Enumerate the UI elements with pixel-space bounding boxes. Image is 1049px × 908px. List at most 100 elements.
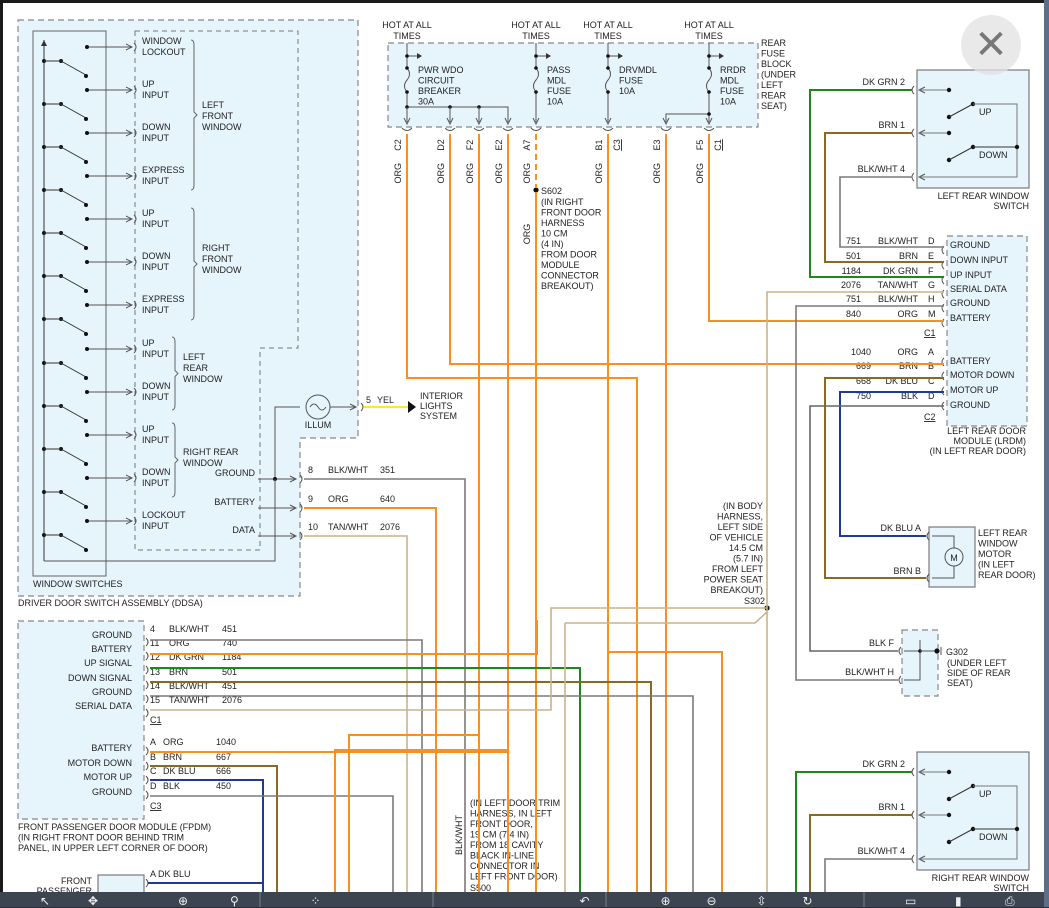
page-icon[interactable]: ▭ bbox=[905, 894, 917, 908]
interior-lights-label: INTERIOR bbox=[420, 391, 464, 401]
undo-icon[interactable]: ↶ bbox=[579, 894, 590, 908]
junction-dot bbox=[946, 812, 952, 818]
s602-location: FROM DOOR bbox=[541, 250, 597, 260]
switch-contact-dot bbox=[85, 390, 89, 394]
lrdm-pin: C bbox=[928, 376, 935, 386]
cursor-icon[interactable]: ↖ bbox=[40, 894, 51, 908]
s500-location: 19 CM (7.4 IN) bbox=[470, 830, 529, 840]
input-arrow-icon bbox=[125, 431, 134, 439]
left-rear-window-switch-title: LEFT REAR WINDOW bbox=[938, 191, 1030, 201]
ddsa-input-label: INPUT bbox=[142, 435, 170, 445]
s500-location: LEFT FRONT DOOR) bbox=[470, 872, 558, 882]
fuse-block-title: FUSE bbox=[761, 49, 785, 59]
fpdm-circuit: 740 bbox=[222, 638, 237, 648]
connector-icon bbox=[133, 42, 137, 52]
fit-icon[interactable]: ⇳ bbox=[756, 894, 767, 908]
connector-icon bbox=[911, 128, 915, 138]
fpdm-title: PANEL, IN UPPER LEFT CORNER OF DOOR) bbox=[18, 843, 208, 853]
s602-location: CONNECTOR bbox=[541, 271, 599, 281]
s602-location: BREAKOUT) bbox=[541, 281, 594, 291]
fpdm-title: (IN RIGHT FRONT DOOR BEHIND TRIM bbox=[18, 833, 184, 843]
brn-501-wire bbox=[150, 681, 652, 892]
fpdm-circuit: 1184 bbox=[222, 652, 241, 662]
lrdm-wire-color: ORG bbox=[897, 309, 918, 319]
switch-blade-line bbox=[60, 189, 87, 205]
fpdm-wire-color: BLK/WHT bbox=[169, 681, 210, 691]
connector-icon bbox=[145, 651, 149, 661]
connector-icon bbox=[898, 675, 902, 685]
org-wire-c2 bbox=[406, 134, 638, 892]
zoom-in-icon[interactable]: ⊕ bbox=[660, 894, 671, 908]
toolbar-group-view: ⁘ bbox=[261, 892, 434, 907]
brn-lr-switch-wire bbox=[824, 132, 944, 263]
switch-contact-dot bbox=[84, 462, 88, 466]
connector-icon bbox=[703, 127, 715, 131]
s302-id: S302 bbox=[744, 596, 765, 606]
ddsa-group-label: LEFT bbox=[202, 100, 225, 110]
switch-contact-dot bbox=[84, 117, 88, 121]
ddsa-group-label: FRONT bbox=[202, 254, 233, 264]
tan-wht-2076-wire bbox=[304, 535, 408, 892]
zoom-out-icon[interactable]: ⊖ bbox=[706, 894, 717, 908]
s602-location: HARNESS bbox=[541, 218, 585, 228]
input-arrow-icon bbox=[125, 388, 134, 396]
lrdm-box bbox=[946, 235, 1028, 427]
pan-icon[interactable]: ✥ bbox=[88, 894, 99, 908]
lrdm-circuit: 669 bbox=[856, 361, 871, 371]
connector-icon bbox=[145, 665, 149, 675]
vertical-scrollbar[interactable] bbox=[1044, 0, 1049, 907]
output-arrow-icon bbox=[604, 117, 612, 126]
ddsa-input-label: UP bbox=[142, 208, 155, 218]
left-rear-window-switch-box bbox=[916, 69, 1030, 189]
fpdm-circuit: 1040 bbox=[216, 737, 236, 747]
ddsa-pin-number: 10 bbox=[308, 522, 318, 532]
arrow-right-icon bbox=[408, 401, 416, 413]
print-icon[interactable]: ⎙ bbox=[1005, 894, 1015, 908]
switch-contact-dot bbox=[84, 332, 88, 336]
s302-location: BREAKOUT) bbox=[710, 585, 763, 595]
grid-icon[interactable]: ⁘ bbox=[310, 894, 321, 908]
lrdm-pin-name: GROUND bbox=[950, 400, 990, 410]
switch-contact-dot bbox=[85, 45, 89, 49]
ddsa-input-label: DOWN bbox=[142, 381, 171, 391]
left-rear-window-switch-up-blade bbox=[948, 103, 974, 118]
ddsa-input-label: INPUT bbox=[142, 262, 170, 272]
fpdm-pin-name: BATTERY bbox=[91, 743, 132, 753]
s302-location: (5.7 IN) bbox=[733, 554, 763, 564]
org-loop-wire-a bbox=[348, 734, 479, 892]
bookmark-icon[interactable]: ▮ bbox=[955, 894, 962, 908]
ddsa-group-label: RIGHT REAR bbox=[183, 447, 239, 457]
left-rear-motor-title: WINDOW bbox=[978, 539, 1018, 549]
search-icon[interactable]: ⚲ bbox=[230, 894, 239, 908]
s602-id: S602 bbox=[541, 186, 562, 196]
fpdm-wire-color: BRN bbox=[169, 667, 188, 677]
g302-location: (UNDER LEFT bbox=[947, 658, 1007, 668]
rotate-icon[interactable]: ↻ bbox=[802, 894, 813, 908]
ddsa-circuit-number: 640 bbox=[380, 494, 395, 504]
s302-location: OF VEHICLE bbox=[709, 533, 763, 543]
motor-pin-label: DK BLU A bbox=[880, 523, 921, 533]
switch-contact-dot bbox=[85, 88, 89, 92]
ddsa-group-label: WINDOW bbox=[183, 458, 223, 468]
s500-id: S500 bbox=[470, 883, 491, 892]
fpdm-wire-color: BLK/WHT bbox=[169, 624, 210, 634]
fpdm-box bbox=[17, 620, 145, 820]
rrdr-branch-line bbox=[665, 113, 709, 122]
s302-location: (IN BODY bbox=[723, 501, 763, 511]
fuse-device-label: DRVMDL bbox=[619, 65, 657, 75]
zoom-icon[interactable]: ⊕ bbox=[178, 894, 189, 908]
output-arrow-icon bbox=[532, 117, 540, 126]
switch-blade-line bbox=[60, 275, 87, 291]
right-rear-window-switch-up-label: UP bbox=[979, 789, 992, 799]
ddsa-group-label: REAR bbox=[183, 363, 209, 373]
lrdm-pin: H bbox=[928, 294, 935, 304]
hot-at-all-times-label: HOT AT ALL bbox=[583, 20, 633, 30]
switch-blade-line bbox=[60, 362, 87, 378]
s602-wire-color: ORG bbox=[522, 224, 532, 245]
connector-icon bbox=[941, 371, 945, 381]
fuse-device-label: PWR WDO bbox=[418, 65, 464, 75]
fuse-terminal-dot bbox=[707, 66, 711, 70]
fuse-icon bbox=[706, 67, 712, 93]
close-button[interactable]: ✕ bbox=[961, 15, 1021, 75]
fpdm-pin: 11 bbox=[150, 638, 159, 648]
